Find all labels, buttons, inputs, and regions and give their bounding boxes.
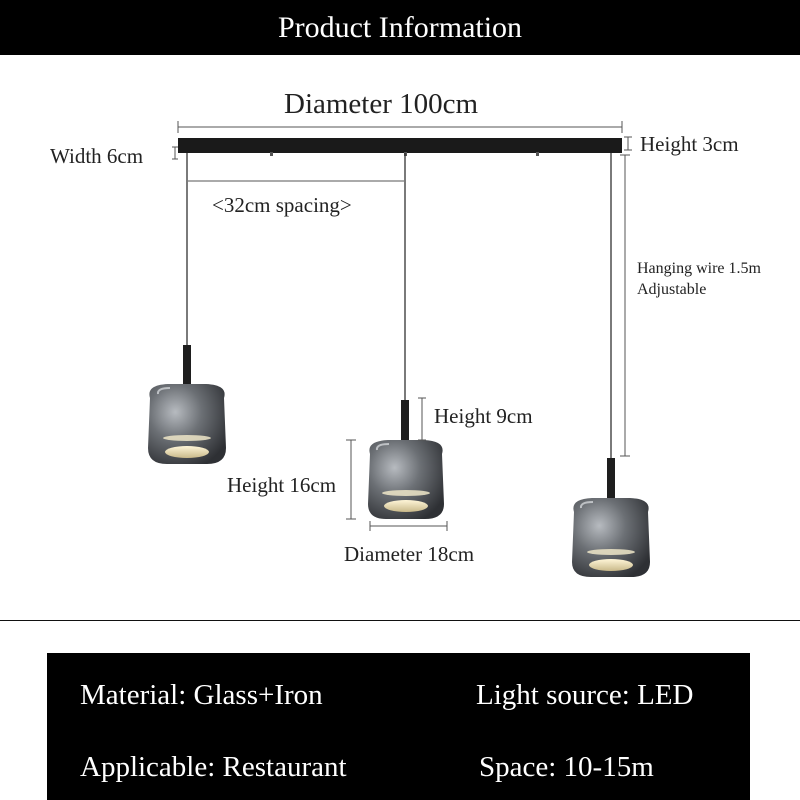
- width-marker: [172, 146, 178, 160]
- pendant-lamp-illustration: [148, 121, 650, 577]
- shade-height-label: Height 16cm: [227, 473, 337, 497]
- stem-height-label: Height 9cm: [434, 404, 533, 428]
- spec-applicable: Applicable: Restaurant: [80, 751, 347, 783]
- spec-light-source: Light source: LED: [476, 679, 694, 711]
- spec-space: Space: 10-15m: [479, 751, 654, 783]
- specs-panel: Material: Glass+Iron Light source: LED A…: [47, 653, 750, 800]
- pendant-lamp-left: [148, 345, 226, 464]
- wire-label-line1: Hanging wire 1.5m: [637, 260, 761, 277]
- pendant-lamp-right: [572, 458, 650, 577]
- spacing-label: <32cm spacing>: [212, 193, 352, 217]
- spec-material: Material: Glass+Iron: [80, 679, 323, 711]
- shade-diameter-marker: [369, 521, 448, 531]
- pendant-lamp-middle: [368, 400, 444, 519]
- product-diagram: Diameter 100cm Width 6cm Height 3cm <32c…: [0, 55, 800, 625]
- stem-height-marker: [418, 397, 426, 441]
- height-bar-marker: [624, 136, 632, 151]
- shade-height-marker: [346, 439, 356, 520]
- wire-label-line2: Adjustable: [637, 281, 707, 298]
- ceiling-bar: [178, 138, 622, 153]
- diameter-dimension-line: [177, 121, 623, 133]
- wire-length-marker: [620, 154, 630, 457]
- section-divider: [0, 620, 800, 621]
- header-bar: Product Information: [0, 0, 800, 55]
- diameter-label: Diameter 100cm: [284, 88, 479, 120]
- page-title: Product Information: [277, 10, 523, 44]
- height-bar-label: Height 3cm: [640, 132, 739, 156]
- hanging-wires: [186, 153, 612, 458]
- shade-diameter-label: Diameter 18cm: [344, 542, 475, 566]
- width-label: Width 6cm: [50, 144, 144, 168]
